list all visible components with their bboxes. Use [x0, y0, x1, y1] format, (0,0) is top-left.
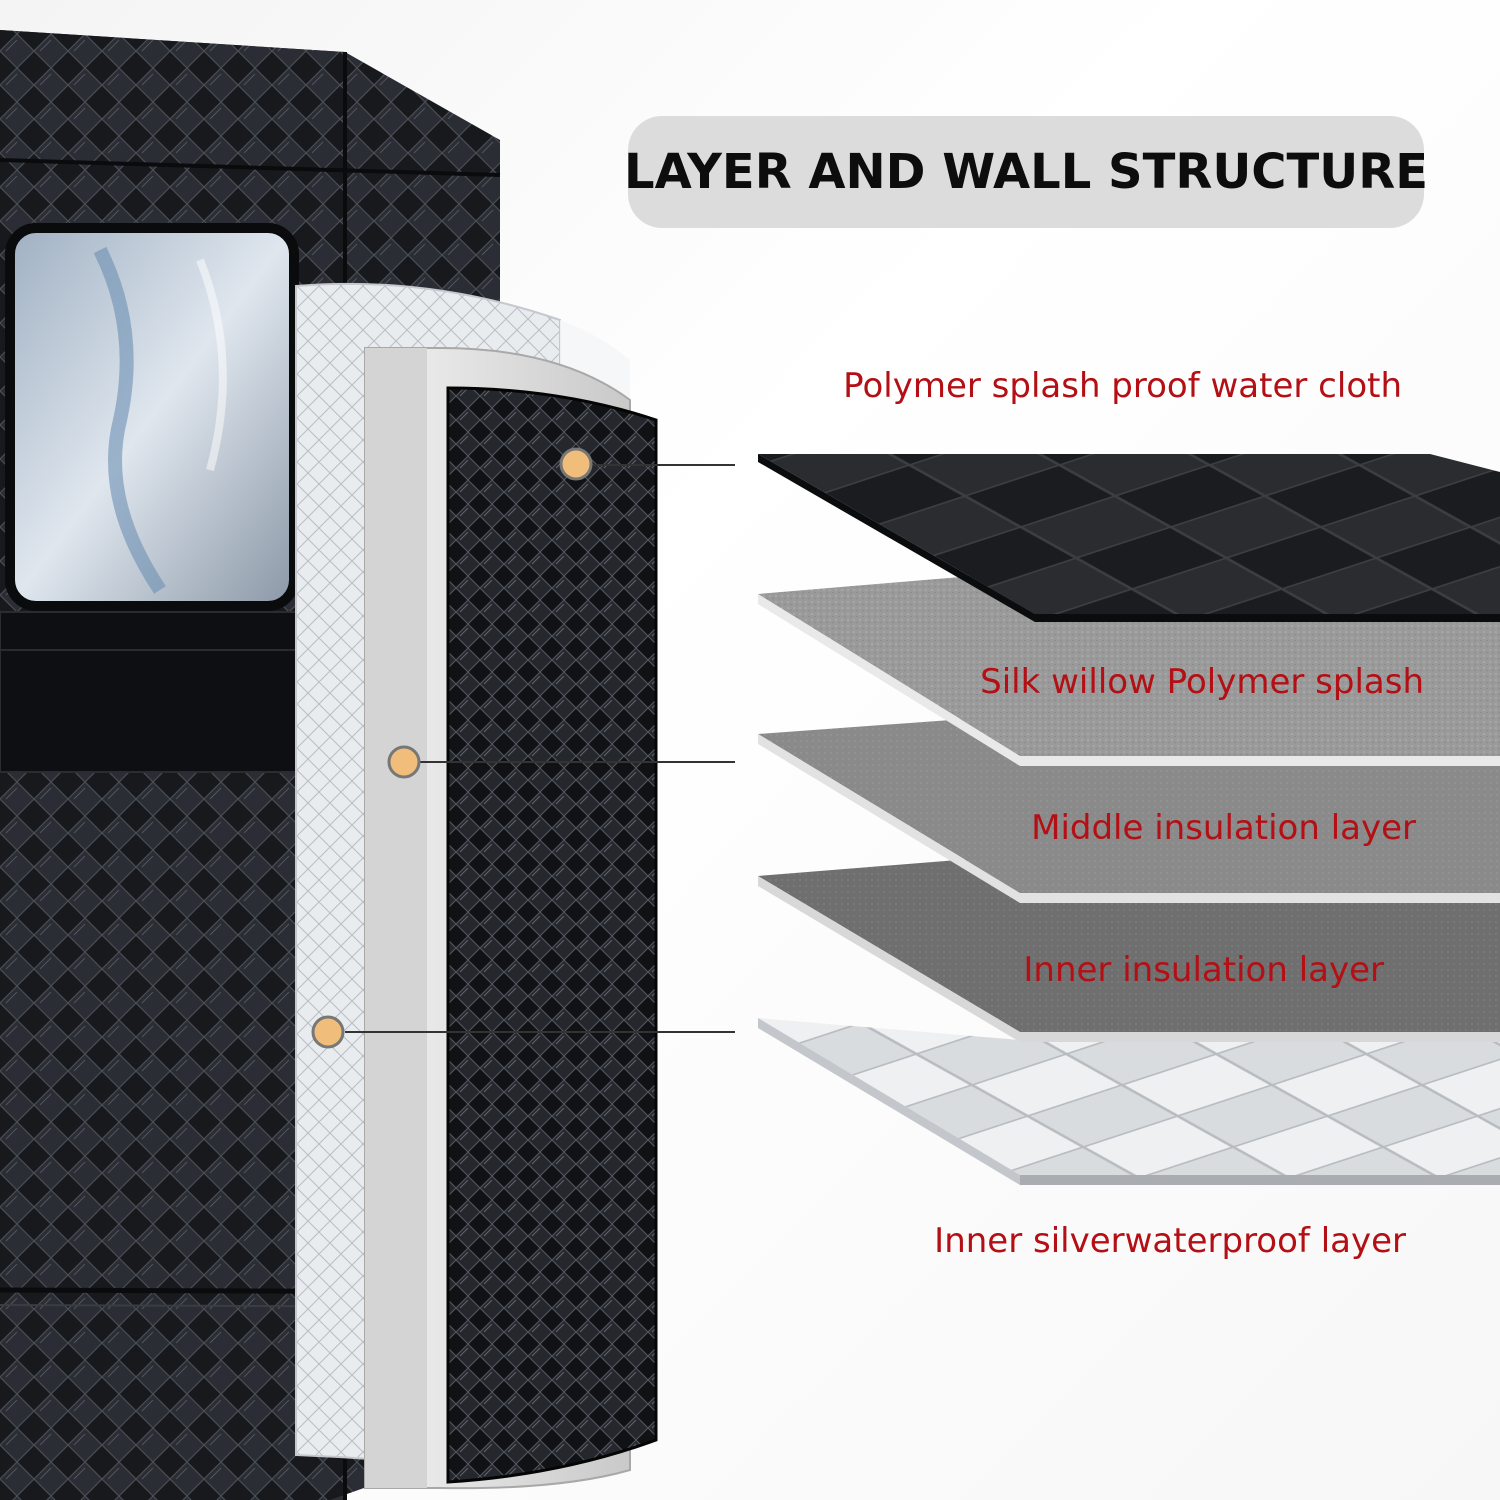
- layer-label-polymer-cloth: Polymer splash proof water cloth: [843, 366, 1402, 406]
- tent-window: [5, 223, 299, 611]
- black-quilted-panel: [446, 386, 658, 1484]
- page-title: LAYER AND WALL STRUCTURE: [624, 144, 1428, 200]
- layer-stack: [758, 454, 1500, 1185]
- marker-dot: [311, 1015, 345, 1049]
- layer-label-middle-insulation: Middle insulation layer: [1031, 808, 1416, 848]
- window-flap: [0, 611, 301, 773]
- layer-label-silk-willow: Silk willow Polymer splash: [980, 662, 1424, 702]
- marker-dot: [559, 447, 593, 481]
- layer-label-inner-insulation: Inner insulation layer: [1023, 950, 1384, 990]
- title-banner: LAYER AND WALL STRUCTURE: [624, 116, 1428, 228]
- wall-cross-section: [295, 282, 658, 1490]
- layer-label-silver-waterproof: Inner silverwaterproof layer: [934, 1221, 1406, 1261]
- marker-dot: [387, 745, 421, 779]
- callouts: [311, 447, 735, 1049]
